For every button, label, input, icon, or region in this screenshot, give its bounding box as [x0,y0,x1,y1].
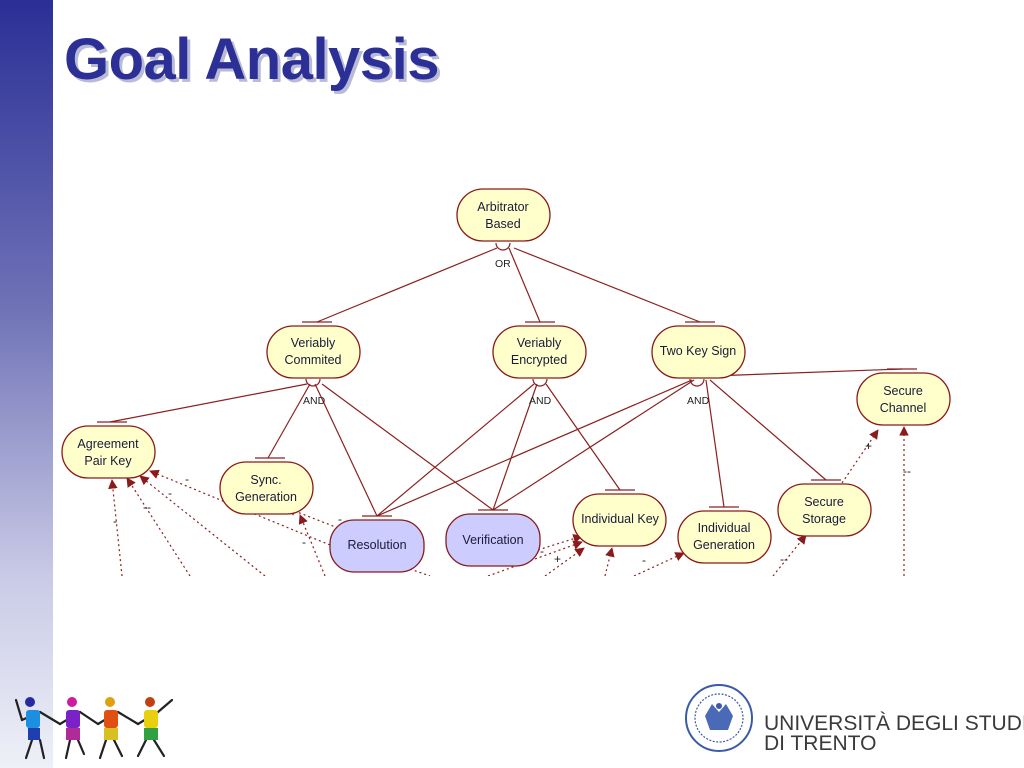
contribution-link [772,534,807,576]
contribution-label: -- [780,552,788,566]
node-label: Storage [802,512,846,526]
goal-veriably-commited[interactable]: Veriably Commited [266,325,361,379]
contribution-label: -- [903,464,911,478]
node-label: Agreement [77,437,139,451]
contribution-link [841,429,879,484]
edge-commited-verification [321,383,494,511]
edge-commited-resolution [314,383,378,517]
contribution-link [487,540,583,576]
goal-secure-channel[interactable]: Secure Channel [856,372,951,426]
edge-commited-agreement [109,383,308,423]
decomposition-label-or: OR [495,258,511,270]
goal-secure-storage[interactable]: Secure Storage [777,483,872,537]
edge-encrypted-verification [492,383,538,511]
node-label: Encrypted [511,353,567,367]
university-name-line1: UNIVERSITÀ DEGLI STUDI [764,712,1024,735]
edge-twokey-resolution [376,379,693,517]
node-label: Sync. [250,473,281,487]
contribution-link [633,552,685,576]
edge-arbitrator-commited [316,247,498,323]
contribution-label: + [865,439,872,453]
contribution-label: - [540,544,544,558]
node-label: Based [485,217,520,231]
university-seal-icon [685,684,753,752]
edge-twokey-verification [492,379,695,511]
decomposition-arc [495,242,511,251]
goal-individual-key[interactable]: Individual Key [572,493,667,547]
node-label: Generation [235,490,297,504]
decomposition-label-and: AND [303,395,326,407]
edge-twokey-channel [711,368,903,377]
node-label: Arbitrator [477,200,528,214]
goal-arbitrator-based[interactable]: Arbitrator Based [456,188,551,242]
contribution-link [537,534,583,551]
university-name-line2: DI TRENTO [764,732,877,755]
edge-twokey-indgen [705,379,725,508]
decomposition-label-and: AND [687,395,710,407]
sidebar-gradient-band [0,0,53,768]
node-label: Commited [285,353,342,367]
contribution-label: - [642,553,646,567]
contribution-link [298,514,326,576]
node-label: Channel [880,401,927,415]
edge-arbitrator-encrypted [508,247,541,323]
node-label: Secure [883,384,923,398]
node-label: Pair Key [84,454,132,468]
contribution-link [139,475,266,576]
contribution-label: + [554,552,561,566]
decomposition-arc [532,378,548,387]
node-label: Veriably [291,336,336,350]
goal-two-key-sign[interactable]: Two Key Sign [651,325,746,379]
contribution-link [604,547,615,576]
contribution-label: - [302,535,306,549]
decomposition-arc [305,378,321,387]
slide-title: Goal Analysis [64,27,439,92]
edge-twokey-storage [709,379,827,481]
contribution-link [544,547,585,576]
contribution-label: - [113,514,117,528]
contribution-link [126,477,191,576]
contribution-label: -- [143,500,151,514]
node-label: Secure [804,495,844,509]
node-label: Individual Key [581,512,660,526]
edge-encrypted-individualkey [545,383,621,491]
contribution-link [409,568,431,576]
edge-commited-sync [267,383,311,459]
contribution-link [108,479,123,576]
contribution-label: - [168,486,172,500]
contribution-label: - [185,472,189,486]
decomposition-label-and: AND [529,395,552,407]
dancing-figures-icon [14,697,174,760]
goal-agreement-pair-key[interactable]: Agreement Pair Key [61,425,156,479]
node-label: Veriably [517,336,562,350]
university-wordmark: UNIVERSITÀ DEGLI STUDI DI TRENTO [764,712,1024,755]
task-verification[interactable]: Verification [445,513,541,567]
node-label: Individual [698,521,751,535]
task-resolution[interactable]: Resolution [329,519,425,573]
contribution-label: - [338,512,342,526]
node-label: Generation [693,538,755,552]
node-label: Two Key Sign [660,344,736,358]
node-label: Resolution [347,538,406,552]
goal-individual-generation[interactable]: Individual Generation [677,510,772,564]
node-label: Verification [462,533,523,547]
edge-arbitrator-twokey [513,247,701,323]
goal-veriably-encrypted[interactable]: Veriably Encrypted [492,325,587,379]
decomposition-arc [689,378,705,387]
edge-encrypted-resolution [376,383,535,517]
goal-sync-generation[interactable]: Sync. Generation [219,461,314,515]
